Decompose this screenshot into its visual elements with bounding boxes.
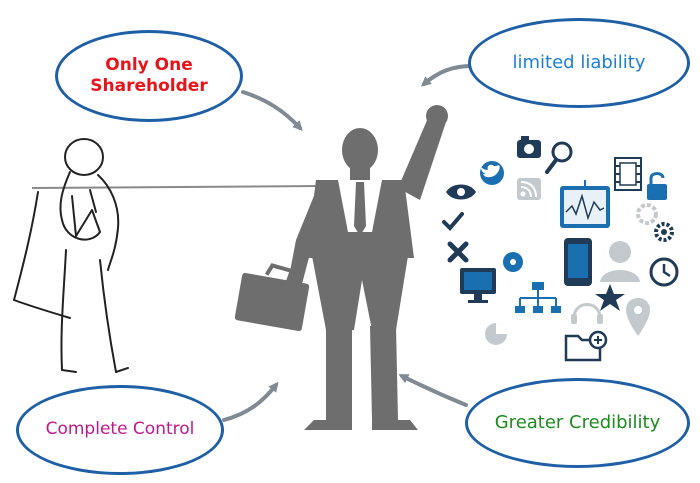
- limited-liability-bubble: limited liability: [468, 18, 690, 108]
- twitter-icon: [480, 161, 504, 185]
- close-icon: [447, 241, 469, 263]
- check-icon: [442, 212, 464, 231]
- film-icon: [614, 157, 642, 191]
- greater-credibility-bubble: Greater Credibility: [465, 378, 690, 468]
- limited-liability-label: limited liability: [512, 51, 646, 73]
- rope-line: [31, 185, 321, 189]
- complete-control-label: Complete Control: [45, 419, 195, 440]
- desktop-icon: [460, 268, 496, 303]
- eye-icon: [446, 184, 476, 200]
- arrows: [222, 64, 474, 422]
- camera-icon: [517, 136, 541, 158]
- shirt-and-tie: [338, 180, 382, 236]
- only-one-shareholder-line1: Only One: [105, 54, 193, 75]
- arrow-credibility-to-man: [398, 374, 468, 407]
- clock-icon: [649, 257, 679, 287]
- only-one-shareholder-line2: Shareholder: [90, 76, 208, 96]
- phone-icon: [564, 238, 592, 286]
- rss-icon: [517, 178, 541, 200]
- star-icon: [595, 284, 625, 311]
- gear-icon: [636, 203, 674, 242]
- search-icon: [545, 141, 573, 174]
- arrow-liability-to-man: [420, 64, 474, 87]
- location-pin-icon: [626, 298, 650, 336]
- tech-icon-cluster: [442, 136, 679, 362]
- businessman-figure: [234, 105, 448, 430]
- user-icon: [600, 241, 640, 282]
- complete-control-bubble: Complete Control: [16, 385, 224, 475]
- only-one-shareholder-bubble: Only One Shareholder: [55, 30, 243, 122]
- network-icon: [515, 282, 561, 313]
- arrow-shareholder-to-man: [241, 90, 303, 131]
- stick-figure: [13, 138, 129, 373]
- lock-icon: [647, 172, 667, 200]
- chart-monitor-icon: [560, 180, 610, 228]
- pie-icon: [485, 323, 507, 345]
- disc-icon: [503, 252, 523, 272]
- arrow-control-to-man: [222, 381, 279, 422]
- only-one-shareholder-label: Only One Shareholder: [90, 55, 207, 98]
- headphones-icon: [571, 303, 603, 324]
- greater-credibility-label: Greater Credibility: [494, 411, 661, 433]
- folder-add-icon: [564, 330, 608, 362]
